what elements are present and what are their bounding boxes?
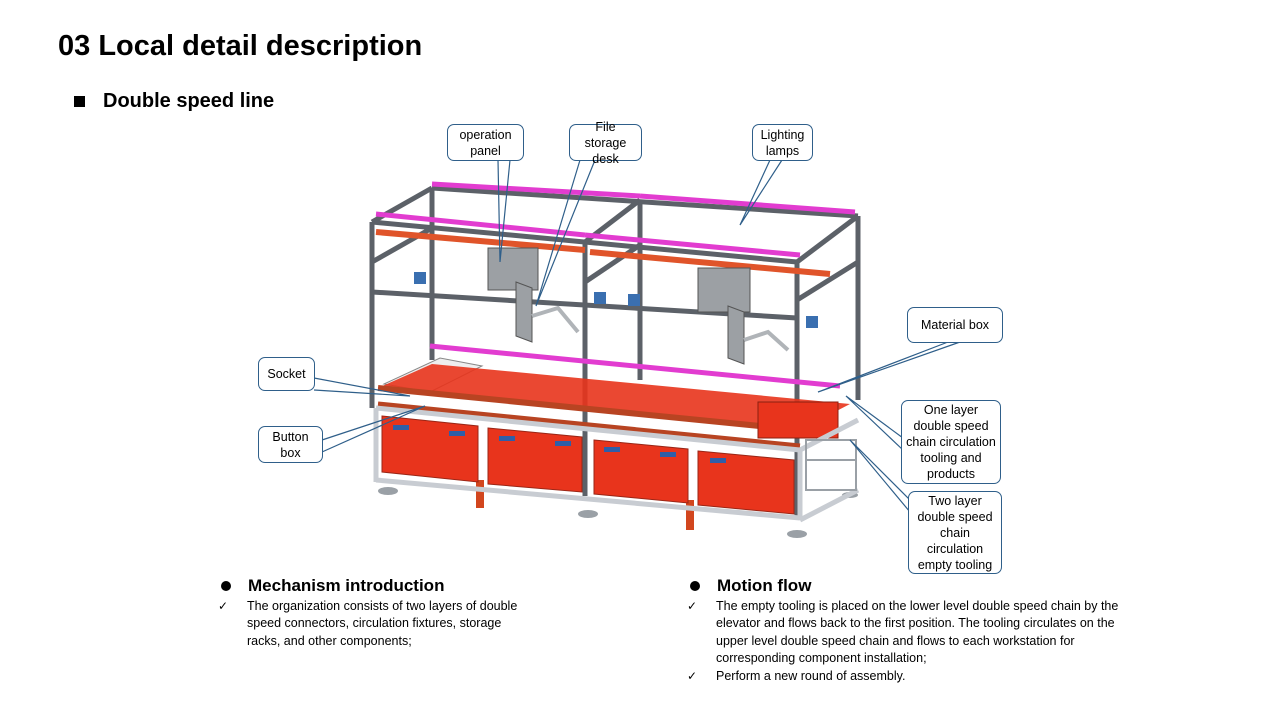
- mechanism-heading-text: Mechanism introduction: [248, 576, 445, 595]
- mechanism-section: Mechanism introduction ✓ The organizatio…: [217, 575, 537, 650]
- callout-socket: Socket: [258, 357, 315, 391]
- mechanism-heading: Mechanism introduction: [217, 575, 537, 597]
- motion-item-text: Perform a new round of assembly.: [716, 669, 906, 684]
- check-mark-icon: ✓: [687, 599, 698, 613]
- callout-material-box: Material box: [907, 307, 1003, 343]
- leader-lines: [313, 159, 961, 519]
- monitor-arms: [531, 305, 790, 352]
- check-mark-icon: ✓: [687, 669, 698, 684]
- motion-item-text: The empty tooling is placed on the lower…: [716, 599, 1119, 665]
- callout-file-storage-desk: File storage desk: [569, 120, 642, 166]
- upper-frame: [369, 185, 861, 518]
- callout-two-layer-chain: Two layer double speed chain circulation…: [908, 491, 1002, 574]
- motion-item: ✓ The empty tooling is placed on the low…: [686, 598, 1120, 667]
- motion-heading-text: Motion flow: [717, 576, 812, 595]
- elevator-unit: [805, 439, 857, 491]
- lighting-lamps: [375, 181, 856, 389]
- orange-rails: [375, 229, 831, 277]
- subtitle-text: Double speed line: [103, 90, 275, 112]
- bullet-dot-icon: [690, 581, 700, 591]
- mechanism-item-text: The organization consists of two layers …: [247, 599, 518, 648]
- support-stands: [476, 480, 694, 530]
- monitors: [487, 247, 751, 365]
- callout-lighting-lamps: Lighting lamps: [752, 124, 813, 161]
- motion-section: Motion flow ✓ The empty tooling is place…: [686, 575, 1120, 685]
- upper-chain-layer: [377, 357, 850, 449]
- motion-item: ✓ Perform a new round of assembly.: [686, 668, 1120, 685]
- mechanism-item: ✓ The organization consists of two layer…: [217, 598, 537, 650]
- callout-one-layer-chain: One layer double speed chain circulation…: [901, 400, 1001, 484]
- square-bullet-icon: [74, 96, 85, 107]
- frame-switches: [414, 272, 818, 328]
- panel-handles: [393, 425, 726, 463]
- check-mark-icon: ✓: [218, 599, 229, 613]
- section-subtitle: Double speed line: [74, 90, 274, 113]
- lower-cabinet: [373, 405, 860, 523]
- callout-operation-panel: operation panel: [447, 124, 524, 161]
- motion-heading: Motion flow: [686, 575, 1120, 597]
- page-title: 03 Local detail description: [58, 30, 423, 62]
- bullet-dot-icon: [221, 581, 231, 591]
- callout-button-box: Button box: [258, 426, 323, 463]
